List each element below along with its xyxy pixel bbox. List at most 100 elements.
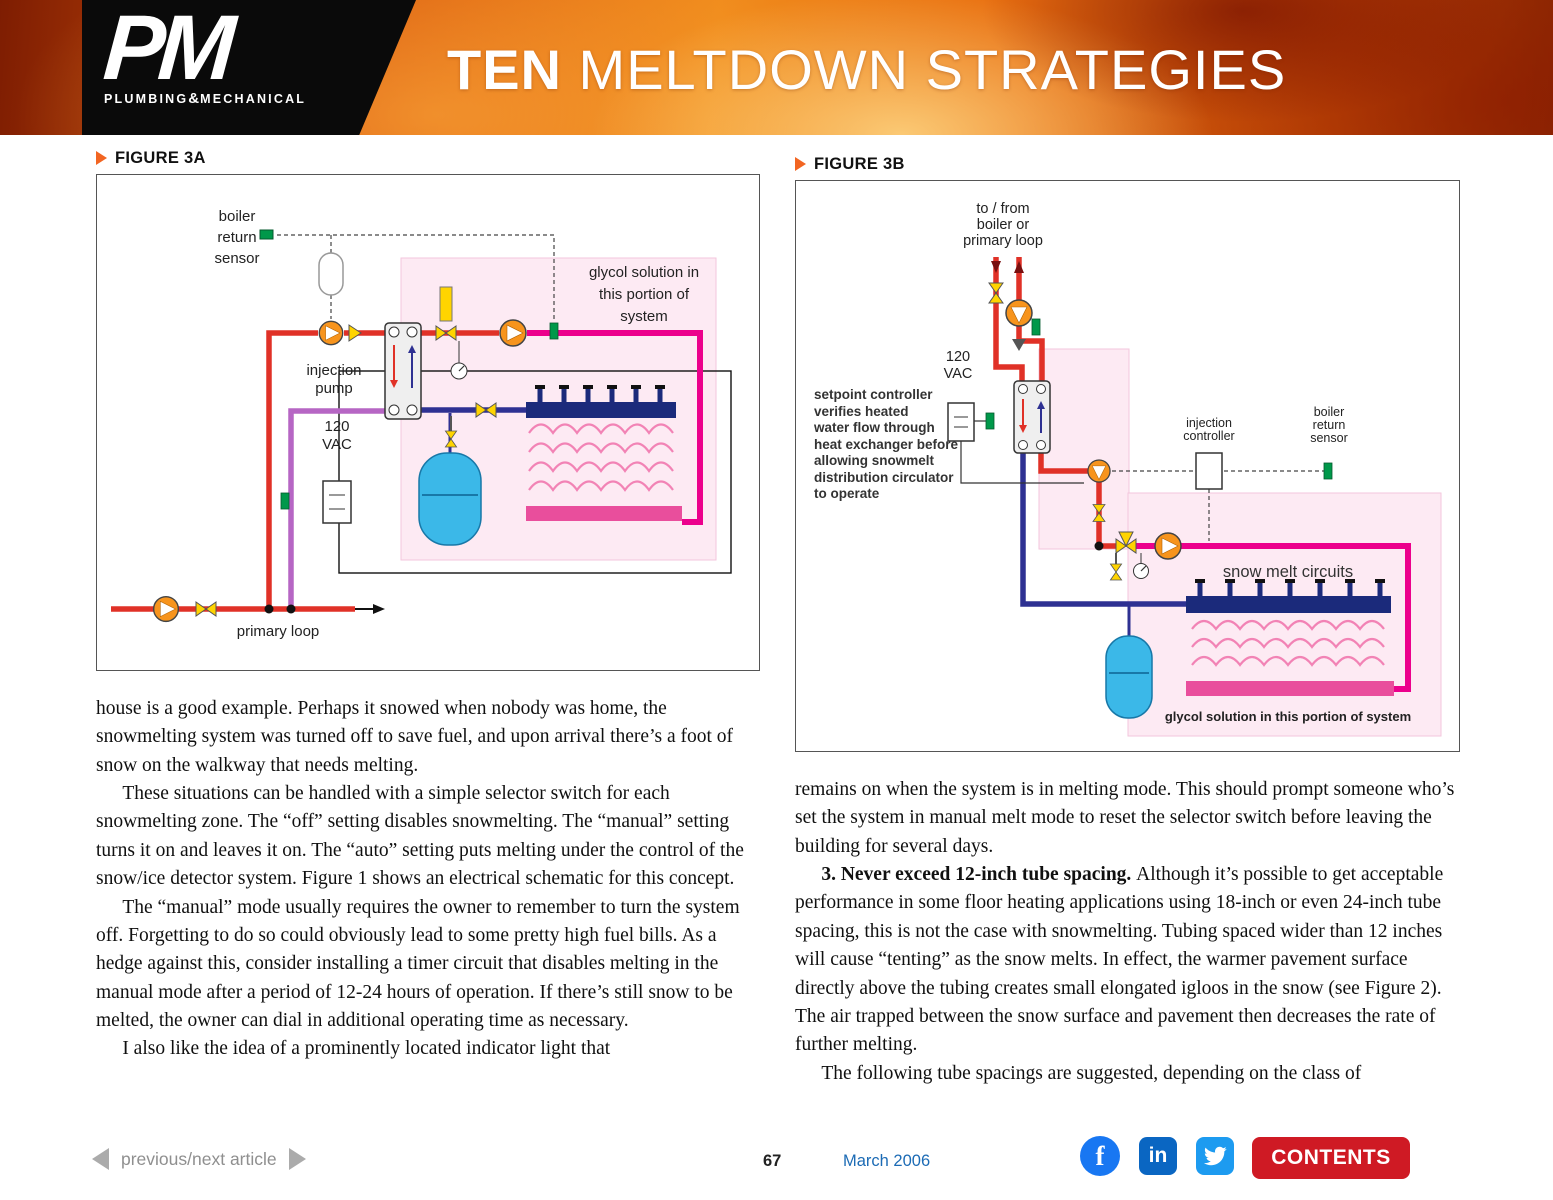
svg-text:setpoint controller: setpoint controller [814, 387, 933, 402]
label-glycol: glycol solution in this portion of syste… [1165, 709, 1411, 724]
label-primary-loop: primary loop [237, 623, 320, 640]
return-manifold [526, 506, 682, 521]
article-title: TEN MELTDOWN STRATEGIES [447, 38, 1287, 101]
svg-text:water flow through: water flow through [813, 420, 935, 435]
hx-circulator-pump [1005, 299, 1033, 327]
boiler-return-pipe [1016, 257, 1045, 383]
right-column: FIGURE 3B [795, 148, 1460, 1088]
snowmelt-tubing [528, 423, 674, 492]
primary-pump [152, 595, 180, 623]
label-glycol: glycol solution in [589, 264, 699, 281]
paragraph: house is a good example. Perhaps it snow… [96, 698, 734, 776]
figure-3a-caption: FIGURE 3A [96, 148, 760, 168]
figure-3a: boiler return sensor injection pump 120 … [96, 174, 760, 671]
next-article-icon[interactable] [288, 1148, 306, 1170]
svg-text:system: system [620, 308, 668, 325]
twitter-bird-icon [1203, 1146, 1227, 1166]
boiler-return-sensor [1323, 462, 1333, 480]
heat-exchanger [384, 322, 422, 420]
svg-text:boiler or: boiler or [977, 217, 1030, 233]
svg-text:VAC: VAC [944, 366, 973, 382]
svg-text:primary loop: primary loop [963, 233, 1043, 249]
label-120vac: 120 [946, 349, 970, 365]
svg-text:return: return [1313, 418, 1346, 432]
supply-manifold [526, 385, 676, 418]
previous-article-icon[interactable] [92, 1148, 109, 1170]
figure-3b-caption: FIGURE 3B [795, 154, 1460, 174]
isolation-valve [988, 282, 1004, 304]
injection-pump [1087, 459, 1111, 483]
paragraph: The “manual” mode usually requires the o… [96, 896, 740, 1031]
contents-button[interactable]: CONTENTS [1252, 1137, 1410, 1179]
masthead: PM PLUMBING&MECHANICAL TEN MELTDOWN STRA… [0, 0, 1553, 135]
svg-text:heat exchanger before: heat exchanger before [814, 437, 959, 452]
return-riser-pipe [288, 408, 389, 609]
purge-valve [1110, 563, 1122, 581]
svg-text:verifies heated: verifies heated [814, 404, 909, 419]
mixing-valve [1115, 531, 1137, 554]
figure-3b-diagram: to / from boiler or primary loop 120 VAC… [813, 201, 1442, 737]
water-flow-sensor [985, 412, 995, 430]
label-injection-pump: injection [306, 362, 361, 379]
setpoint-controller [947, 402, 1084, 484]
sensor-wires [277, 234, 555, 319]
pipe-sensor [280, 492, 290, 510]
snowmelt-return-pipe [1020, 453, 1186, 607]
paragraph: remains on when the system is in melting… [795, 779, 1455, 857]
label-snow-melt-circuits: snow melt circuits [1223, 563, 1353, 581]
left-column: FIGURE 3A [96, 148, 760, 1088]
caption-triangle-icon [795, 157, 806, 171]
primary-valve [195, 601, 217, 617]
injection-controller-box [1195, 452, 1223, 490]
check-valve [348, 324, 362, 342]
label-tofrom: to / from [976, 201, 1029, 217]
heat-exchanger [1013, 380, 1051, 454]
flow-sensor [1031, 318, 1041, 336]
svg-text:this portion of: this portion of [599, 286, 690, 303]
content-columns: FIGURE 3A [96, 148, 1460, 1088]
supply-riser-pipe [266, 330, 318, 609]
pm-logo: PM PLUMBING&MECHANICAL [82, 0, 416, 135]
glycol-supply-pipe [527, 330, 703, 525]
prev-next-label: previous/next article [121, 1148, 277, 1169]
supply-sensor [549, 322, 559, 340]
sensor-well [318, 252, 344, 296]
distribution-pump [499, 319, 527, 347]
supply-manifold [1186, 579, 1391, 613]
svg-text:sensor: sensor [1310, 431, 1348, 445]
linkedin-icon[interactable]: in [1139, 1137, 1177, 1175]
twitter-icon[interactable] [1196, 1137, 1234, 1175]
label-boiler-return-sensor: boiler [1314, 405, 1345, 419]
snowmelt-tubing [1191, 619, 1385, 667]
facebook-icon[interactable]: f [1080, 1136, 1120, 1176]
glycol-region-lower [1127, 492, 1442, 737]
left-article-text: house is a good example. Perhaps it snow… [96, 695, 760, 1064]
svg-text:distribution circulator: distribution circulator [814, 470, 954, 485]
caption-triangle-icon [96, 151, 107, 165]
boiler-supply-pipe [993, 257, 1025, 383]
social-links: f in [1080, 1136, 1234, 1176]
svg-text:sensor: sensor [214, 250, 259, 267]
label-setpoint-controller: setpoint controller verifies heated wate… [813, 387, 959, 501]
svg-text:allowing snowmelt: allowing snowmelt [814, 453, 935, 468]
snowmelt-supply-pipe [1136, 543, 1411, 692]
glycol-region-upper [1038, 348, 1130, 550]
figure-3b: to / from boiler or primary loop 120 VAC… [795, 180, 1460, 752]
svg-text:to operate: to operate [814, 486, 880, 501]
issue-date: March 2006 [843, 1152, 931, 1170]
label-injection-controller: injection [1186, 416, 1232, 430]
svg-text:pump: pump [315, 380, 353, 397]
svg-text:return: return [217, 229, 256, 246]
paragraph: 3. Never exceed 12-inch tube spacing. Al… [795, 864, 1444, 1056]
paragraph: I also like the idea of a prominently lo… [122, 1038, 611, 1060]
prev-next-nav: previous/next article [92, 1143, 306, 1175]
right-article-text: remains on when the system is in melting… [795, 776, 1460, 1088]
label-boiler-return: boiler [219, 208, 256, 225]
svg-text:VAC: VAC [322, 436, 352, 453]
label-120vac: 120 [324, 418, 349, 435]
boiler-return-sensor [259, 229, 274, 240]
ampersand: & [188, 90, 201, 107]
flow-arrow [373, 604, 385, 614]
snowmelt-pump [1154, 532, 1182, 560]
